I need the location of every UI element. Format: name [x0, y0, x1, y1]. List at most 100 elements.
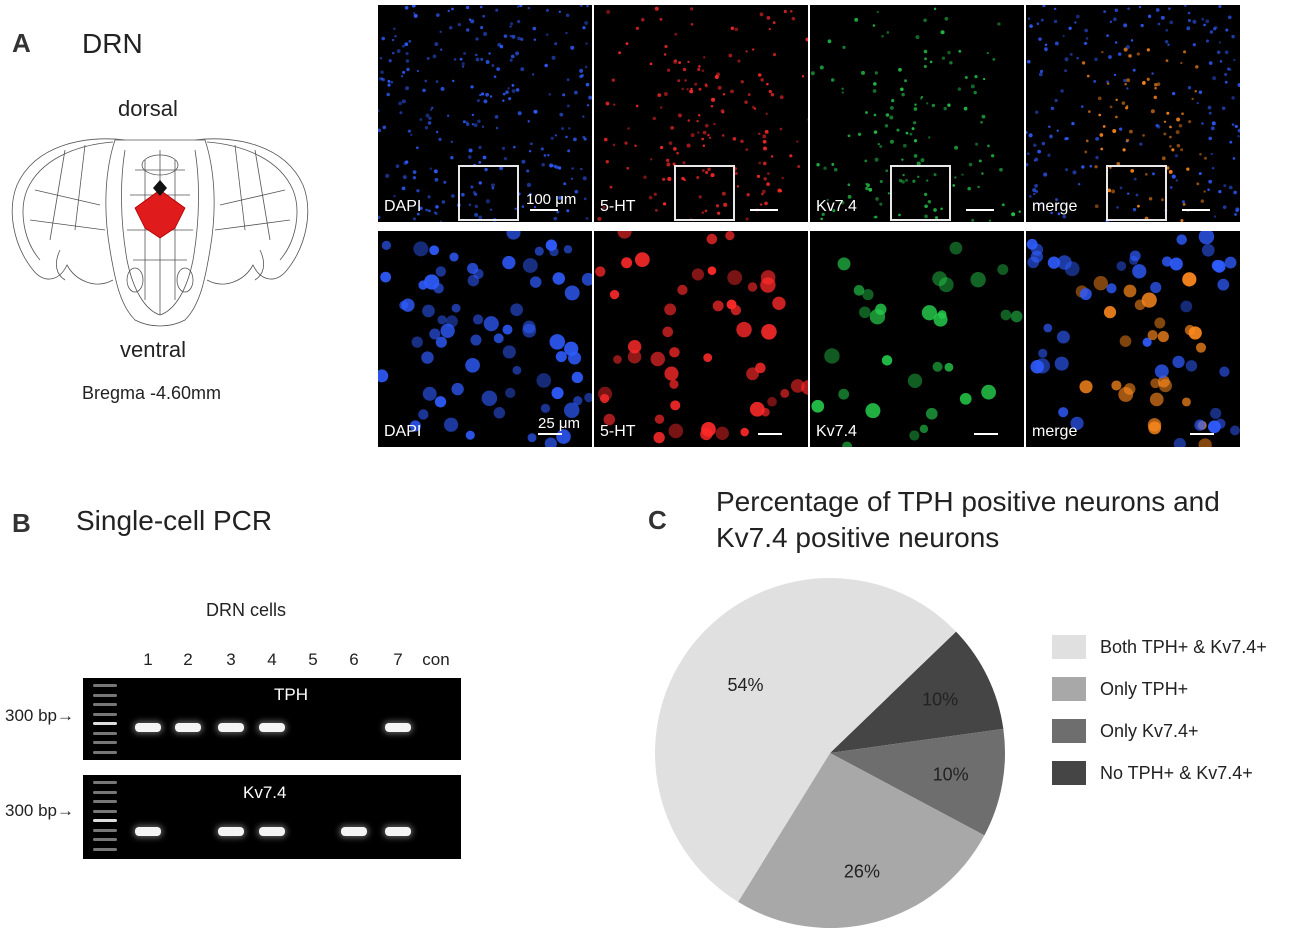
- micrograph-texture: [811, 241, 1023, 447]
- scale-bar-label: 100 μm: [526, 191, 577, 208]
- pie-slice-label: 10%: [922, 689, 958, 709]
- ladder-band: [93, 741, 117, 744]
- gel-band: [218, 723, 244, 732]
- gel-lane-number: 6: [349, 650, 359, 669]
- micrograph-texture: [597, 6, 808, 222]
- ladder-band: [93, 712, 117, 716]
- micrograph-label: Kv7.4: [816, 198, 857, 215]
- micrograph-texture: [595, 231, 808, 444]
- panel-c-letter: C: [648, 505, 667, 535]
- legend-label: Only Kv7.4+: [1100, 721, 1199, 741]
- legend-swatch: [1052, 719, 1086, 743]
- panel-b-letter: B: [12, 508, 31, 538]
- gel-label: Kv7.4: [243, 783, 287, 802]
- ladder-band: [93, 703, 117, 706]
- inset-box: [674, 165, 735, 221]
- gel-lane-number: 2: [183, 650, 193, 669]
- micrograph-texture: [1026, 231, 1240, 447]
- gel-band: [175, 723, 201, 732]
- ladder-band: [93, 693, 117, 697]
- micrograph-label: DAPI: [384, 198, 422, 215]
- micrograph-overview-serotonin: 5-HT: [594, 5, 808, 222]
- size-marker-label: 300 bp: [5, 706, 57, 725]
- ladder-band: [93, 819, 117, 822]
- legend-swatch: [1052, 677, 1086, 701]
- pie-slice: [738, 753, 985, 928]
- micrograph-label: 5-HT: [600, 198, 636, 215]
- pie-slice: [830, 728, 1005, 836]
- scale-bar: [974, 433, 998, 435]
- panel-c-title: Percentage of TPH positive neurons and K…: [716, 484, 1220, 556]
- atlas-ventral-label: ventral: [120, 337, 187, 362]
- micrograph-overview-merge: merge: [1026, 5, 1240, 222]
- gel-band: [385, 827, 411, 836]
- panel-a-letter: A: [12, 28, 31, 58]
- gel-label: TPH: [274, 685, 308, 704]
- pie-slice: [830, 631, 1004, 753]
- panel-c-title-line2: Kv7.4 positive neurons: [716, 522, 1000, 553]
- legend-item: Only Kv7.4+: [1052, 719, 1292, 745]
- size-marker-bottom: 300 bp→: [5, 801, 74, 821]
- gel-band: [259, 723, 285, 732]
- micrograph-label: merge: [1032, 198, 1078, 215]
- panel-c-title-line1: Percentage of TPH positive neurons and: [716, 486, 1220, 517]
- arrow-right-icon: →: [57, 706, 74, 725]
- ladder-band: [93, 790, 117, 794]
- inset-box: [458, 165, 519, 221]
- pie-slice: [655, 578, 957, 902]
- micrograph-texture: [378, 5, 592, 222]
- ladder-band: [93, 731, 117, 735]
- gel-lane-number: 3: [226, 650, 236, 669]
- gel-band: [218, 827, 244, 836]
- scale-bar: [530, 209, 558, 211]
- legend-item: Only TPH+: [1052, 677, 1292, 703]
- micrograph-texture: [810, 7, 1022, 222]
- gel-lane-number: 1: [143, 650, 153, 669]
- legend-item: No TPH+ & Kv7.4+: [1052, 761, 1292, 787]
- ladder-band: [93, 809, 117, 813]
- panel-b-title: Single-cell PCR: [76, 505, 273, 536]
- ladder-band: [93, 838, 117, 841]
- legend-swatch: [1052, 761, 1086, 785]
- micrograph-label: DAPI: [384, 423, 422, 440]
- pie-chart: 10%10%26%54%: [655, 578, 1005, 928]
- arrow-right-icon: →: [57, 801, 74, 820]
- ladder-band: [93, 847, 117, 851]
- scale-bar: [758, 433, 782, 435]
- gel-lane-number: 7: [393, 650, 403, 669]
- micrograph-zoom-kv74: Kv7.4: [810, 231, 1024, 447]
- micrograph-label: Kv7.4: [816, 423, 857, 440]
- micrograph-label: 5-HT: [600, 423, 636, 440]
- legend-swatch: [1052, 635, 1086, 659]
- ladder-band: [93, 722, 117, 725]
- gel-kv74: Kv7.4: [83, 775, 461, 859]
- micrograph-texture: [1026, 5, 1240, 222]
- inset-box: [1106, 165, 1167, 221]
- gel-tph: TPH: [83, 678, 461, 760]
- legend-label: No TPH+ & Kv7.4+: [1100, 763, 1253, 783]
- ladder-band: [93, 781, 117, 784]
- inset-box: [890, 165, 951, 221]
- scale-bar: [538, 433, 562, 435]
- ladder-band: [93, 750, 117, 754]
- gel-lane-number: 4: [267, 650, 277, 669]
- gel-band: [385, 723, 411, 732]
- micrograph-overview-dapi: DAPI 100 μm: [378, 5, 592, 222]
- gel-lane-number: con: [422, 650, 450, 669]
- micrograph-zoom-merge: merge: [1026, 231, 1240, 447]
- pie-slice-label: 10%: [933, 764, 969, 784]
- ladder-band: [93, 684, 117, 687]
- gel-band: [135, 723, 161, 732]
- gel-band: [341, 827, 367, 836]
- gel-lanes-title: DRN cells: [206, 600, 287, 620]
- legend-label: Both TPH+ & Kv7.4+: [1100, 637, 1267, 657]
- size-marker-label: 300 bp: [5, 801, 57, 820]
- brain-atlas-diagram: [11, 138, 309, 327]
- micrograph-texture: [378, 231, 592, 447]
- pie-slice-label: 26%: [844, 861, 880, 881]
- gel-band: [259, 827, 285, 836]
- legend-item: Both TPH+ & Kv7.4+: [1052, 635, 1292, 661]
- atlas-bregma-label: Bregma -4.60mm: [82, 383, 222, 403]
- panel-a-title: DRN: [82, 28, 143, 59]
